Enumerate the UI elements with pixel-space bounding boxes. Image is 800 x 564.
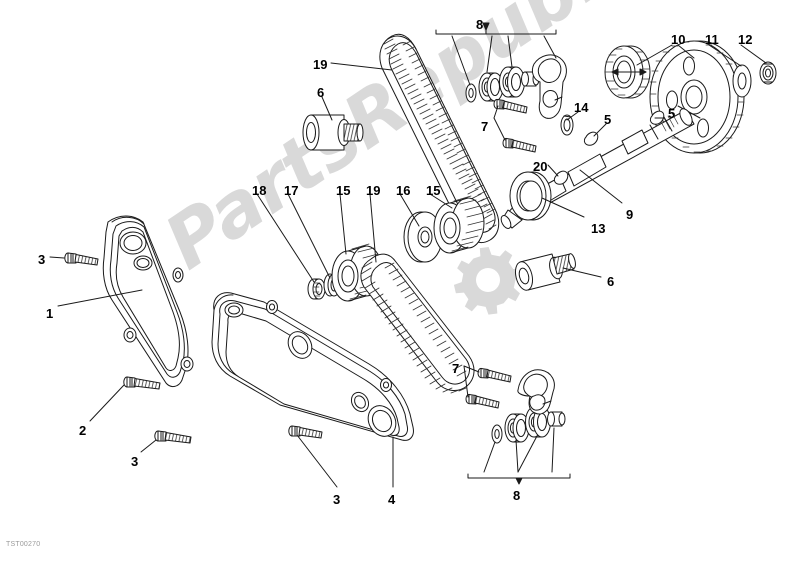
- callout-1-vertical-cover[interactable]: 1: [46, 306, 54, 321]
- part-16-flange: [403, 211, 443, 263]
- part-13-seal: [509, 171, 552, 221]
- screw-3-bottom: [288, 425, 323, 439]
- part-19-timing-belt-lower: [360, 253, 475, 394]
- part-14-circlip: [560, 114, 574, 136]
- callout-3-screw-top[interactable]: 3: [38, 252, 46, 267]
- part-8-upper-tensioner: [465, 54, 567, 119]
- part-8-lower-tensioner: [491, 369, 566, 444]
- part-4-horizontal-cover: [211, 292, 414, 441]
- screw-3-mid: [154, 430, 192, 444]
- part-6-upper-stud: [302, 114, 364, 151]
- callout-11-washer[interactable]: 11: [705, 32, 719, 47]
- part-15-pulley-right: [433, 195, 485, 254]
- callout-15-pulley-right[interactable]: 15: [426, 183, 441, 198]
- callout-19-lower-belt[interactable]: 19: [366, 183, 381, 198]
- screw-2-long: [123, 376, 161, 390]
- callout-15-pulley-left[interactable]: 15: [336, 183, 351, 198]
- callout-18-nut[interactable]: 18: [252, 183, 267, 198]
- callout-6-lower-stud[interactable]: 6: [607, 274, 615, 289]
- part-7-upper-screws: [493, 98, 537, 153]
- callout-16-flange[interactable]: 16: [396, 183, 411, 198]
- callout-12-nut[interactable]: 12: [738, 32, 753, 47]
- leader-lines: [49, 22, 767, 488]
- part-7-lower-screws: [465, 367, 512, 409]
- part-20-pin: [553, 170, 569, 185]
- part-18-nut: [307, 278, 326, 300]
- callout-2-screw-long[interactable]: 2: [79, 423, 87, 438]
- cover-screws: [64, 252, 323, 444]
- callout-9-layshaft[interactable]: 9: [626, 207, 634, 222]
- callout-20-pin[interactable]: 20: [533, 159, 548, 174]
- part-11-washer: [732, 64, 752, 98]
- callout-6-upper-stud[interactable]: 6: [317, 85, 325, 100]
- callout-3-screw-mid[interactable]: 3: [131, 454, 139, 469]
- callout-3-screw-bottom[interactable]: 3: [333, 492, 341, 507]
- callout-7-lower-screws[interactable]: 7: [452, 361, 460, 376]
- callout-10-gears[interactable]: 10: [671, 32, 686, 47]
- callout-8-lower-tensioner[interactable]: 8: [513, 488, 521, 503]
- callout-4-horizontal-cover[interactable]: 4: [388, 492, 396, 507]
- callout-5-key-a[interactable]: 5: [604, 112, 612, 127]
- screw-3-top-left: [64, 252, 99, 266]
- callout-5-key-b[interactable]: 5: [668, 106, 676, 121]
- callout-19-upper-belt[interactable]: 19: [313, 57, 328, 72]
- part-12-nut: [759, 61, 777, 85]
- part-1-vertical-cover: [102, 215, 194, 388]
- callout-8-upper-tensioner[interactable]: 8: [476, 17, 484, 32]
- callout-7-upper-screws[interactable]: 7: [481, 119, 489, 134]
- reference-code: TST00270: [6, 541, 41, 548]
- callout-17-washer[interactable]: 17: [284, 183, 299, 198]
- callout-13-seal[interactable]: 13: [591, 221, 606, 236]
- part-timing-belt-upper: [379, 33, 500, 243]
- callout-14-circlip[interactable]: 14: [574, 100, 589, 115]
- part-6-lower-stud: [514, 253, 576, 291]
